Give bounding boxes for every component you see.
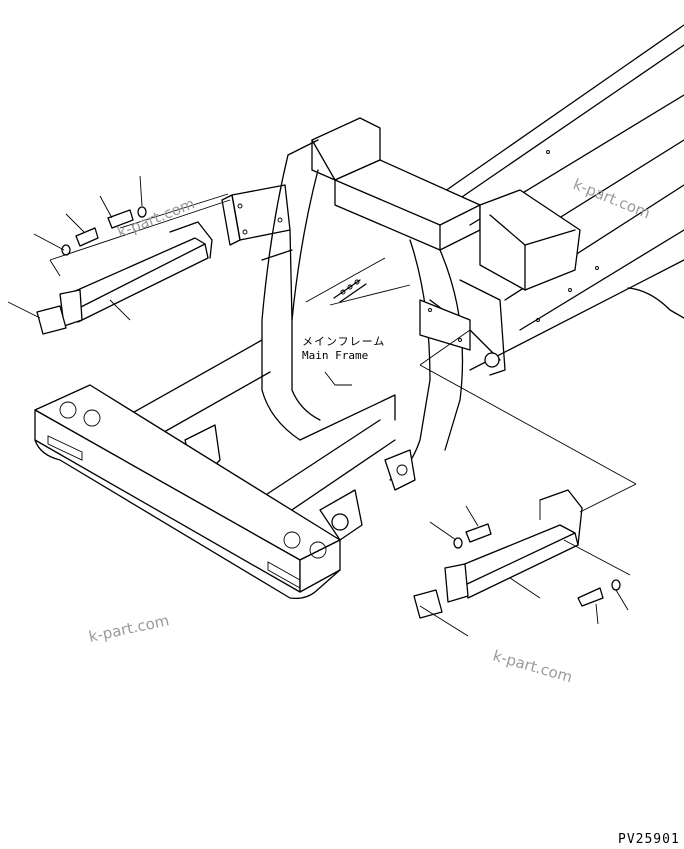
- bolt-right-b: [577, 587, 604, 607]
- bolt-left-a: [75, 227, 99, 247]
- main-frame: [34, 24, 684, 600]
- cover-plate-right: [413, 589, 443, 619]
- watermark: k-part.com: [571, 175, 653, 222]
- right-stay-assembly: [413, 329, 637, 637]
- washer-right-a: [453, 537, 463, 549]
- main-frame-label-jp: メインフレーム: [302, 335, 385, 348]
- washer-left-b: [137, 206, 147, 218]
- main-frame-leader: [324, 371, 352, 386]
- left-stay-assembly: [7, 175, 231, 335]
- main-frame-label-en: Main Frame: [302, 349, 368, 362]
- bolt-right-a: [465, 523, 492, 543]
- bolt-left-b: [107, 209, 134, 229]
- watermark: k-part.com: [491, 647, 574, 687]
- cover-plate-left: [36, 305, 67, 335]
- drawing-code: PV25901: [618, 832, 680, 847]
- watermark: k-part.com: [87, 611, 171, 646]
- washer-right-b: [611, 579, 621, 591]
